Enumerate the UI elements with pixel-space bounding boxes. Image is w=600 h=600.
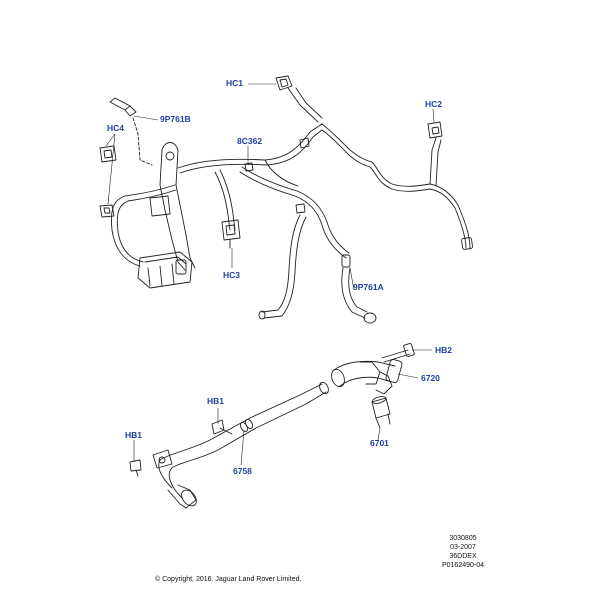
callout-6701: 6701	[370, 438, 389, 448]
callout-hb2: HB2	[435, 345, 453, 355]
callout-hc4: HC4	[107, 123, 125, 133]
bolt-hb2	[381, 342, 415, 363]
reference-line-2: 03-2007	[450, 544, 476, 551]
reference-line-4: P0162490-04	[441, 562, 485, 569]
callout-hc1: HC1	[226, 78, 244, 88]
bolt-hb1-lower	[129, 459, 142, 477]
upper-hose-assembly	[111, 87, 473, 324]
callout-9p761b: 9P761B	[160, 114, 191, 124]
bolt-hb1-upper	[211, 419, 233, 435]
clip-hc4-lower	[99, 204, 115, 218]
callout-hb1-upper: HB1	[207, 396, 225, 406]
clamp-6701	[371, 396, 391, 429]
callout-hc3: HC3	[223, 270, 241, 280]
copyright-notice: © Copyright, 2016. Jaguar Land Rover Lim…	[155, 576, 302, 583]
callout-6758: 6758	[233, 466, 252, 476]
clip-hc2	[427, 121, 443, 139]
lower-pipe-6758	[152, 381, 329, 509]
reference-block: 3030805 03-2007 36DDEX P0162490-04	[418, 534, 508, 570]
reference-line-1: 3030805	[449, 535, 477, 542]
callout-9p761a: 9P761A	[353, 282, 384, 292]
hose-6720	[331, 359, 403, 395]
callout-6720: 6720	[421, 373, 440, 383]
clip-small-1	[244, 137, 310, 214]
clip-hc3	[221, 219, 241, 249]
callout-hb1-lower: HB1	[125, 430, 143, 440]
clip-hc4-upper	[99, 145, 117, 163]
reference-line-3: 36DDEX	[449, 553, 477, 560]
callout-hc2: HC2	[425, 99, 443, 109]
leader-lines	[105, 83, 435, 466]
clip-hc1	[275, 75, 293, 91]
callout-8c362: 8C362	[237, 136, 263, 146]
solenoid-bracket	[109, 97, 196, 289]
